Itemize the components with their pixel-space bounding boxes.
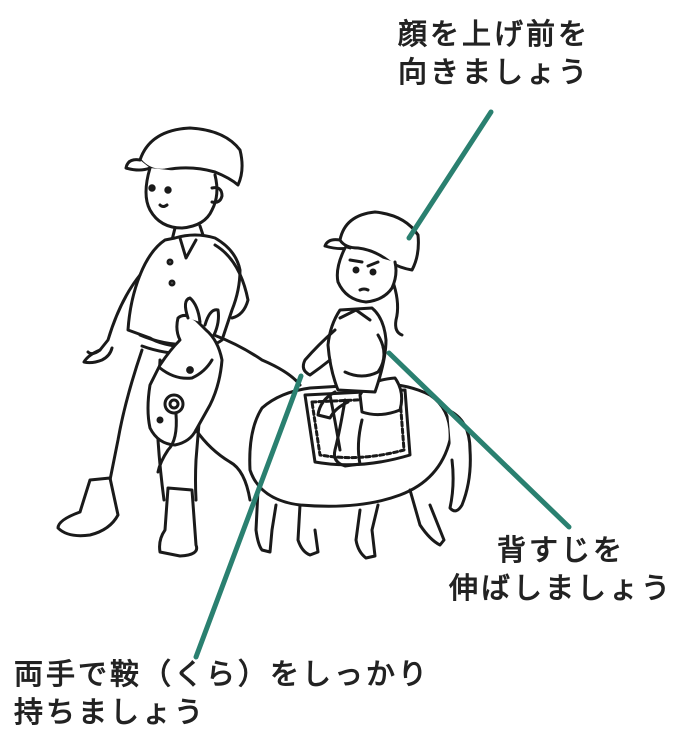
leader-line-back — [386, 350, 572, 530]
face-up-line2: 向きましょう — [398, 55, 591, 89]
saddle-pad — [303, 376, 412, 467]
face-up-line1: 顔を上げ前を — [398, 17, 591, 51]
hold-saddle-line2: 持ちましょう — [14, 695, 207, 729]
hold-saddle-annotation: 両手で鞍（くら）をしっかり 持ちましょう — [14, 655, 430, 731]
leader-line-face — [406, 109, 494, 241]
straight-back-annotation: 背すじを 伸ばしましょう — [449, 531, 673, 607]
adult-leader — [56, 126, 250, 558]
child-rider — [301, 210, 420, 468]
leader-line-hands — [193, 373, 304, 660]
leader-lines — [193, 109, 572, 660]
straight-back-line2: 伸ばしましょう — [449, 571, 673, 605]
face-up-annotation: 顔を上げ前を 向きましょう — [398, 15, 590, 91]
hold-saddle-line1: 両手で鞍（くら）をしっかり — [14, 657, 431, 691]
straight-back-line1: 背すじを — [497, 533, 626, 567]
